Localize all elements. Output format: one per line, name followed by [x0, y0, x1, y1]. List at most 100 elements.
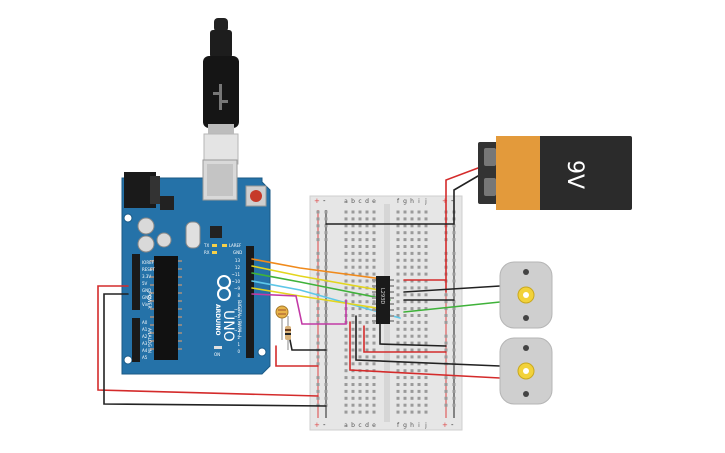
rail-hole — [324, 389, 328, 393]
breadboard-hole — [410, 224, 414, 228]
breadboard-hole — [403, 320, 407, 324]
breadboard-hole — [344, 210, 348, 214]
breadboard-hole — [372, 334, 376, 338]
breadboard-hole — [396, 362, 400, 366]
breadboard-hole — [417, 224, 421, 228]
analog-pin-label: A0 — [142, 320, 148, 325]
breadboard-hole — [365, 224, 369, 228]
breadboard-hole — [417, 369, 421, 373]
breadboard-hole — [372, 320, 376, 324]
breadboard-hole — [417, 217, 421, 221]
breadboard-hole — [424, 286, 428, 290]
power-pin-label: 5V — [142, 281, 148, 286]
rail-hole — [444, 341, 448, 345]
rail-hole — [324, 210, 328, 214]
breadboard-hole — [403, 245, 407, 248]
column-label: a — [344, 198, 348, 205]
breadboard-hole — [351, 362, 355, 366]
breadboard-hole — [417, 265, 421, 269]
rail-hole — [316, 300, 320, 304]
wire-cyan — [251, 280, 401, 319]
breadboard-hole — [344, 293, 348, 297]
breadboard-hole — [396, 334, 400, 338]
analog-pin-label: A5 — [142, 355, 148, 360]
wire-black-gnd — [103, 293, 327, 407]
breadboard-hole — [372, 396, 376, 400]
rail-hole — [444, 314, 448, 317]
breadboard-hole — [344, 238, 348, 242]
column-label: a — [344, 422, 348, 429]
breadboard-hole — [403, 307, 407, 311]
rail-hole — [324, 251, 328, 255]
breadboard-hole — [424, 224, 428, 228]
digital-pin-label: 4 — [237, 321, 240, 326]
wire-red-motor2a — [363, 325, 447, 353]
digital-pin-label: 2 — [237, 335, 240, 340]
breadboard-hole — [424, 355, 428, 359]
motor-2-shaft-icon — [517, 362, 535, 380]
breadboard-hole — [424, 307, 428, 311]
wire-black-motor1 — [403, 285, 501, 293]
breadboard-hole — [351, 376, 355, 380]
breadboard-hole — [403, 231, 407, 235]
breadboard-hole — [410, 286, 414, 290]
breadboard-hole — [403, 293, 407, 297]
breadboard-hole — [417, 272, 421, 276]
column-label: h — [410, 422, 414, 429]
column-label: i — [418, 422, 420, 429]
breadboard-hole — [424, 320, 428, 324]
breadboard-hole — [365, 376, 369, 380]
arduino-logo-icon — [217, 275, 231, 301]
breadboard-hole — [372, 355, 376, 359]
breadboard-hole — [403, 251, 407, 255]
rail-hole — [452, 279, 456, 283]
rail-hole — [316, 217, 320, 221]
breadboard-hole — [410, 369, 414, 373]
breadboard-hole — [344, 265, 348, 269]
breadboard-hole — [410, 362, 414, 366]
wire-red-battery — [445, 167, 479, 293]
breadboard-hole — [410, 300, 414, 304]
breadboard-hole — [403, 327, 407, 331]
breadboard-hole — [417, 307, 421, 311]
breadboard-hole — [396, 410, 400, 414]
breadboard-hole — [396, 286, 400, 290]
breadboard-hole — [351, 383, 355, 386]
breadboard-hole — [372, 410, 376, 414]
wire-yellow-2 — [251, 287, 391, 311]
breadboard-hole — [424, 396, 428, 400]
breadboard-hole — [372, 217, 376, 221]
breadboard-hole — [351, 286, 355, 290]
breadboard-hole — [417, 286, 421, 290]
breadboard-hole — [372, 293, 376, 297]
breadboard-hole — [424, 279, 428, 283]
breadboard-hole — [372, 224, 376, 228]
rail-minus-bottom-right: - — [451, 421, 454, 429]
rail-hole — [452, 341, 456, 345]
breadboard-hole — [424, 314, 428, 317]
rail-hole — [324, 396, 328, 400]
breadboard-hole — [372, 327, 376, 331]
breadboard-hole — [351, 245, 355, 248]
rail-hole — [316, 238, 320, 242]
breadboard-hole — [351, 300, 355, 304]
breadboard-hole — [424, 300, 428, 304]
breadboard-hole — [403, 265, 407, 269]
breadboard-hole — [410, 327, 414, 331]
breadboard-hole — [344, 217, 348, 221]
breadboard-hole — [396, 355, 400, 359]
reset-button[interactable] — [250, 190, 262, 202]
breadboard-hole — [372, 403, 376, 407]
breadboard-hole — [403, 396, 407, 400]
breadboard-hole — [410, 251, 414, 255]
breadboard-hole — [424, 272, 428, 276]
digital-pin-label: ~10 — [232, 279, 241, 284]
power-pin-label: GND — [142, 288, 151, 293]
digital-pin-label: ~5 — [234, 314, 240, 319]
breadboard-hole — [417, 348, 421, 352]
column-label: c — [358, 422, 361, 429]
breadboard-hole — [344, 383, 348, 386]
rail-hole — [444, 389, 448, 393]
breadboard-hole — [396, 300, 400, 304]
